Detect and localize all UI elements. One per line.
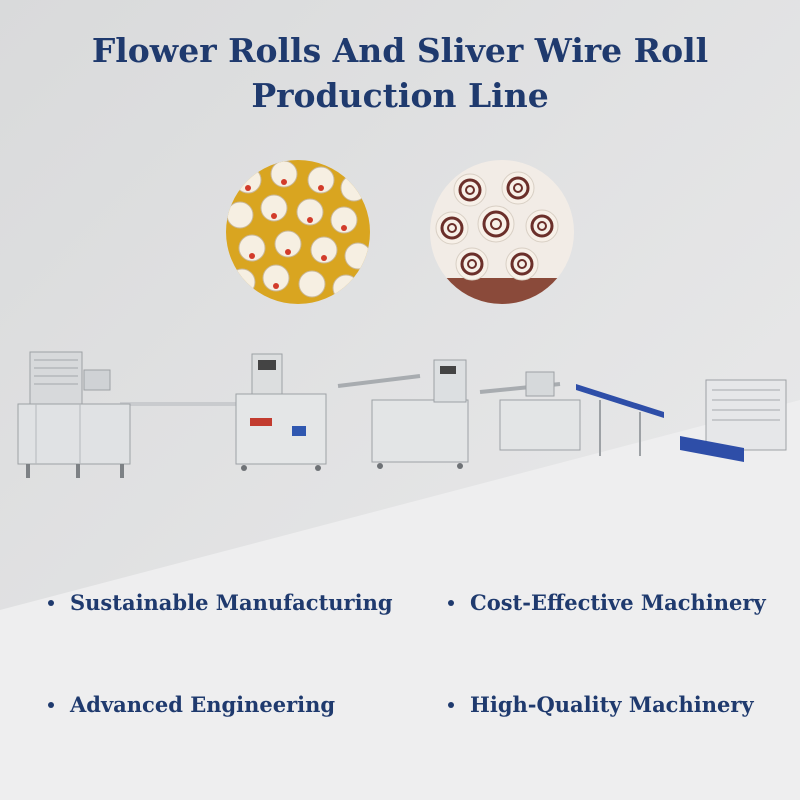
production-line (17, 351, 787, 478)
page-title-line-1: Flower Rolls And Sliver Wire Roll (91, 31, 709, 70)
connecting-conveyor (120, 402, 250, 406)
bullet-icon (448, 599, 454, 606)
bullet-icon (48, 599, 54, 606)
feature-high-quality-machinery: High-Quality Machinery (448, 692, 754, 717)
filling-machine-icon (235, 353, 327, 471)
feature-label: Sustainable Manufacturing (70, 590, 393, 615)
feature-sustainable-manufacturing: Sustainable Manufacturing (48, 590, 393, 615)
feature-label: High-Quality Machinery (470, 692, 754, 717)
rolling-conveyor-machine-icon (479, 371, 664, 456)
page-title-line-2: Production Line (251, 76, 549, 115)
sheeting-machine-icon (337, 359, 469, 469)
bullet-icon (48, 701, 54, 708)
page-title: Flower Rolls And Sliver Wire Roll Produc… (0, 28, 800, 118)
dough-press-machine-icon (17, 351, 131, 478)
cutting-machine-icon (680, 379, 787, 462)
flower-rolls-photo (226, 160, 370, 304)
feature-label: Advanced Engineering (70, 692, 336, 717)
feature-label: Cost-Effective Machinery (470, 590, 766, 615)
silver-wire-rolls-photo (430, 160, 574, 304)
silver-wire-rolls-photo-icon (430, 160, 574, 304)
feature-advanced-engineering: Advanced Engineering (48, 692, 335, 717)
bullet-icon (448, 701, 454, 708)
feature-cost-effective-machinery: Cost-Effective Machinery (448, 590, 766, 615)
flower-rolls-photo-icon (226, 160, 370, 304)
